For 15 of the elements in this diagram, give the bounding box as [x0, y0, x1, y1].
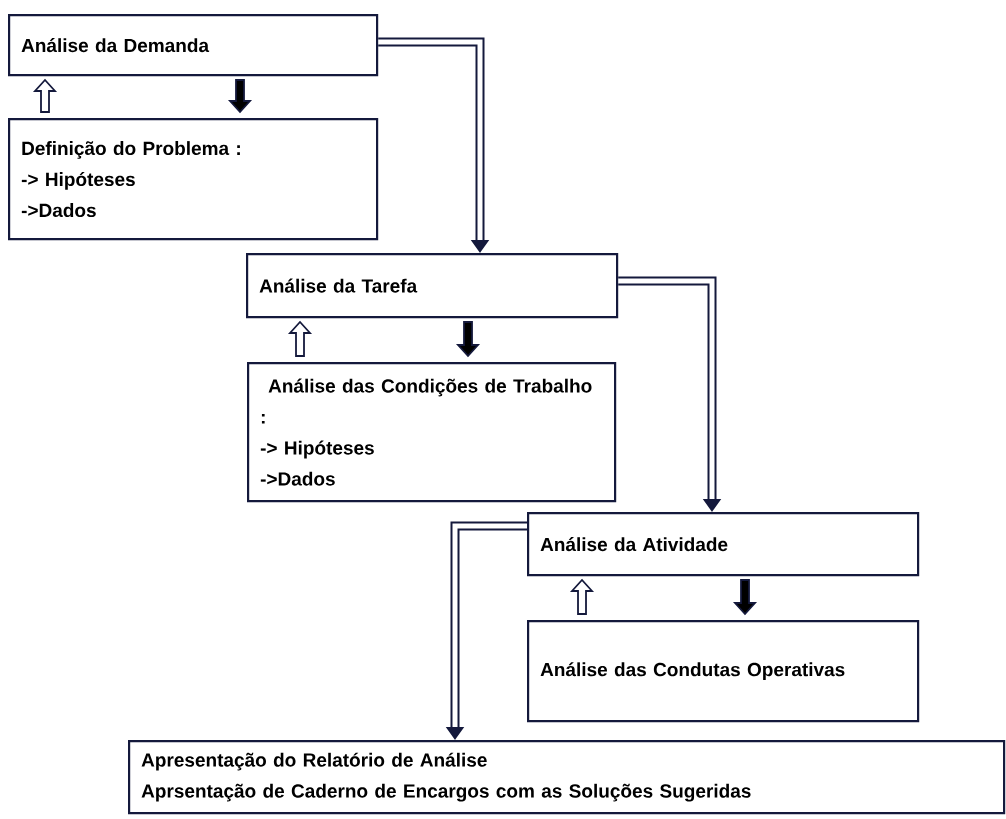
double-arrow — [378, 37, 490, 253]
process-box: Análise da Tarefa — [246, 253, 619, 319]
process-box: Definição do Problema : -> Hipóteses ->Dados — [8, 118, 379, 241]
block-arrow — [227, 79, 253, 114]
process-box: Análise da Atividade — [527, 512, 920, 577]
block-arrow — [32, 78, 58, 113]
block-arrow — [455, 321, 481, 358]
double-arrow — [618, 276, 722, 512]
block-arrow — [287, 320, 313, 357]
process-box: Análise da Demanda — [8, 14, 379, 77]
block-arrow — [732, 579, 758, 616]
process-box: Análise das Condutas Operativas — [527, 620, 920, 723]
process-box: Apresentação do Relatório de Análise Aprsentação de Caderno de Encargos com as Soluções Sugeridas — [128, 740, 1006, 815]
process-box: Análise das Condições de Trabalho : -> Hipóteses ->Dados — [247, 362, 617, 503]
block-arrow — [569, 578, 595, 615]
